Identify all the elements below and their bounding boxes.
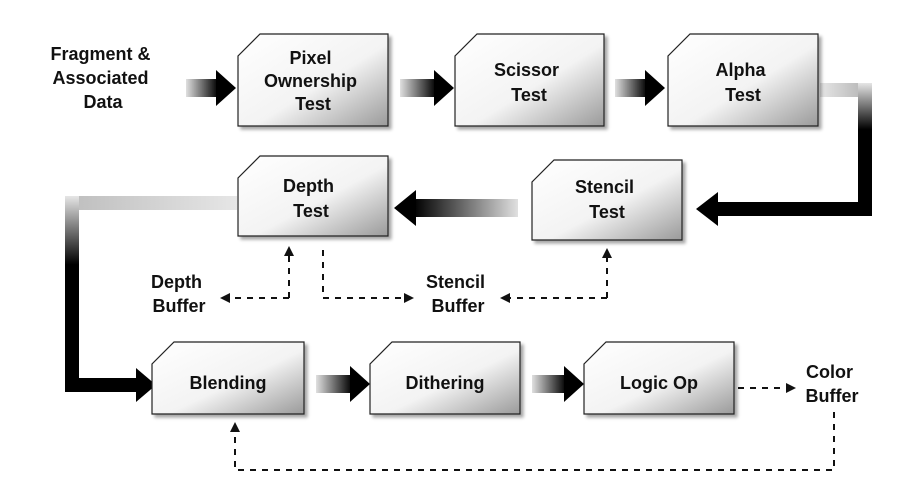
stage-alpha-label: Alpha Test — [715, 60, 770, 105]
arrow-dithering-to-logic-op — [532, 366, 584, 402]
arrow-stencil-to-depth — [394, 190, 518, 226]
stencil-buffer-label: Stencil Buffer — [426, 272, 490, 316]
stage-pixel-ownership-test: Pixel Ownership Test — [237, 33, 389, 127]
dashed-color-buffer-to-blending — [230, 412, 835, 471]
arrow-pixel-ownership-to-scissor — [400, 70, 454, 106]
color-buffer-label: Color Buffer — [806, 362, 859, 406]
stage-dithering: Dithering — [369, 341, 521, 415]
stage-scissor-test: Scissor Test — [454, 33, 605, 127]
stage-blending-label: Blending — [190, 373, 267, 393]
stage-dithering-label: Dithering — [406, 373, 485, 393]
stage-stencil-label: Stencil Test — [575, 177, 639, 222]
stage-logic-op: Logic Op — [583, 341, 735, 415]
arrow-depth-to-blending — [65, 196, 237, 402]
stage-scissor-label: Scissor Test — [494, 60, 564, 105]
stage-logic-op-label: Logic Op — [620, 373, 698, 393]
stage-depth-label: Depth Test — [283, 176, 339, 221]
arrow-input-to-pixel-ownership — [186, 70, 236, 106]
input-fragment-label: Fragment & Associated Data — [50, 44, 155, 112]
stage-stencil-test: Stencil Test — [531, 159, 683, 241]
stage-pixel-ownership-label: Pixel Ownership Test — [264, 48, 362, 114]
dashed-depth-test-to-stencil-buffer — [322, 250, 414, 303]
arrow-blending-to-dithering — [316, 366, 370, 402]
depth-buffer-label: Depth Buffer — [151, 272, 207, 316]
arrow-alpha-to-stencil — [696, 83, 872, 226]
stage-depth-test: Depth Test — [237, 155, 389, 237]
stage-alpha-test: Alpha Test — [667, 33, 819, 127]
stage-blending: Blending — [151, 341, 305, 415]
arrow-scissor-to-alpha — [615, 70, 665, 106]
